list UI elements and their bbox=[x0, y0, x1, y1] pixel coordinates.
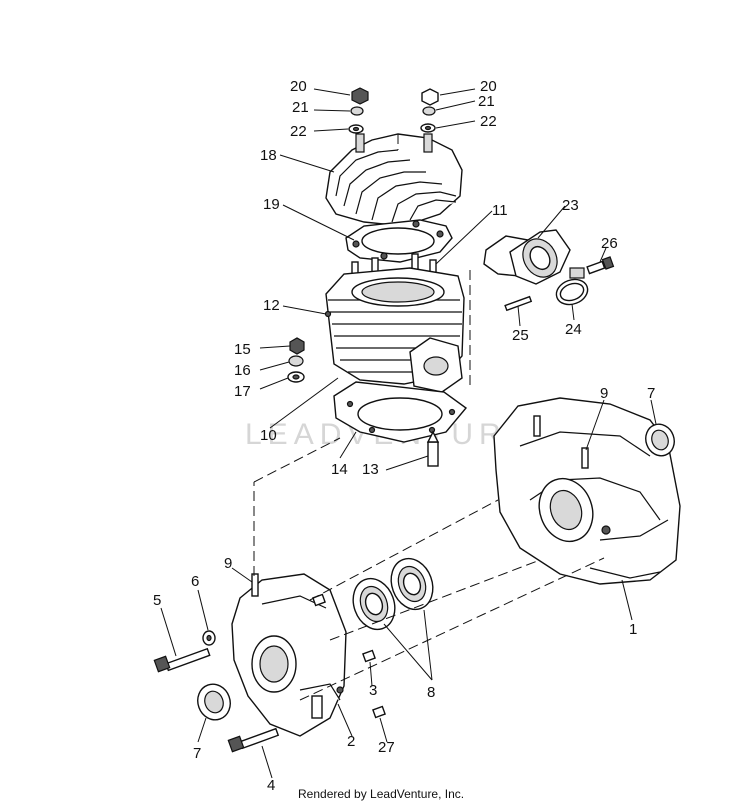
clamp-24 bbox=[555, 267, 589, 306]
washer-17 bbox=[287, 371, 305, 383]
callout-26: 26 bbox=[601, 235, 618, 252]
callout-7-left: 7 bbox=[193, 745, 201, 762]
callout-5: 5 bbox=[153, 592, 161, 609]
callout-9-left: 9 bbox=[224, 555, 232, 572]
callout-18: 18 bbox=[260, 147, 277, 164]
callout-25: 25 bbox=[512, 327, 529, 344]
bolt-4 bbox=[227, 727, 280, 753]
washer-right bbox=[420, 123, 436, 133]
lockwasher-right bbox=[422, 106, 436, 116]
callout-21-left: 21 bbox=[292, 99, 309, 116]
bearing-right bbox=[390, 557, 434, 611]
callout-3: 3 bbox=[369, 682, 377, 699]
leader-lines bbox=[160, 88, 657, 779]
nut-15 bbox=[289, 337, 305, 355]
oil-seal-right bbox=[645, 423, 675, 457]
footer-credit: Rendered by LeadVenture, Inc. bbox=[298, 787, 464, 801]
callout-6: 6 bbox=[191, 573, 199, 590]
callout-24: 24 bbox=[565, 321, 582, 338]
cylinder-head bbox=[325, 133, 463, 227]
callout-12: 12 bbox=[263, 297, 280, 314]
intake-boot bbox=[483, 229, 571, 285]
crankcase-right bbox=[493, 397, 681, 585]
cylinder bbox=[324, 267, 465, 393]
base-gasket bbox=[333, 381, 468, 443]
callout-10: 10 bbox=[260, 427, 277, 444]
callout-1: 1 bbox=[629, 621, 637, 638]
callout-22-left: 22 bbox=[290, 123, 307, 140]
callout-23: 23 bbox=[562, 197, 579, 214]
callout-7-right: 7 bbox=[647, 385, 655, 402]
callout-9-right: 9 bbox=[600, 385, 608, 402]
bolt-25 bbox=[504, 295, 533, 312]
nut-left bbox=[351, 87, 369, 105]
callout-27: 27 bbox=[378, 739, 395, 756]
oil-seal-left bbox=[197, 683, 231, 721]
crankcase-left bbox=[231, 573, 347, 737]
nut-right bbox=[421, 88, 439, 106]
lockwasher-left bbox=[350, 106, 364, 116]
bolt-5 bbox=[153, 647, 211, 673]
callout-2: 2 bbox=[347, 733, 355, 750]
callout-20-left: 20 bbox=[290, 78, 307, 95]
callout-16: 16 bbox=[234, 362, 251, 379]
screw-26 bbox=[586, 256, 615, 275]
callout-21-right: 21 bbox=[478, 93, 495, 110]
callout-4: 4 bbox=[267, 777, 275, 794]
callout-20-right: 20 bbox=[480, 78, 497, 95]
callout-15: 15 bbox=[234, 341, 251, 358]
washer-left bbox=[348, 124, 364, 134]
callout-17: 17 bbox=[234, 383, 251, 400]
head-gasket bbox=[345, 219, 453, 263]
callouts: 20 21 22 20 21 22 18 19 11 23 26 12 15 1… bbox=[153, 78, 655, 794]
bearing-left bbox=[352, 577, 396, 631]
callout-14: 14 bbox=[331, 461, 348, 478]
dowel-3 bbox=[362, 649, 376, 663]
callout-11: 11 bbox=[492, 202, 508, 219]
assembly-lines bbox=[253, 134, 605, 701]
dowel-13 bbox=[426, 430, 440, 467]
callout-8: 8 bbox=[427, 684, 435, 701]
dowel-27 bbox=[372, 705, 386, 719]
callout-22-right: 22 bbox=[480, 113, 497, 130]
washer-6 bbox=[202, 630, 216, 646]
lockwasher-16 bbox=[288, 355, 304, 367]
callout-13: 13 bbox=[362, 461, 379, 478]
callout-19: 19 bbox=[263, 196, 280, 213]
